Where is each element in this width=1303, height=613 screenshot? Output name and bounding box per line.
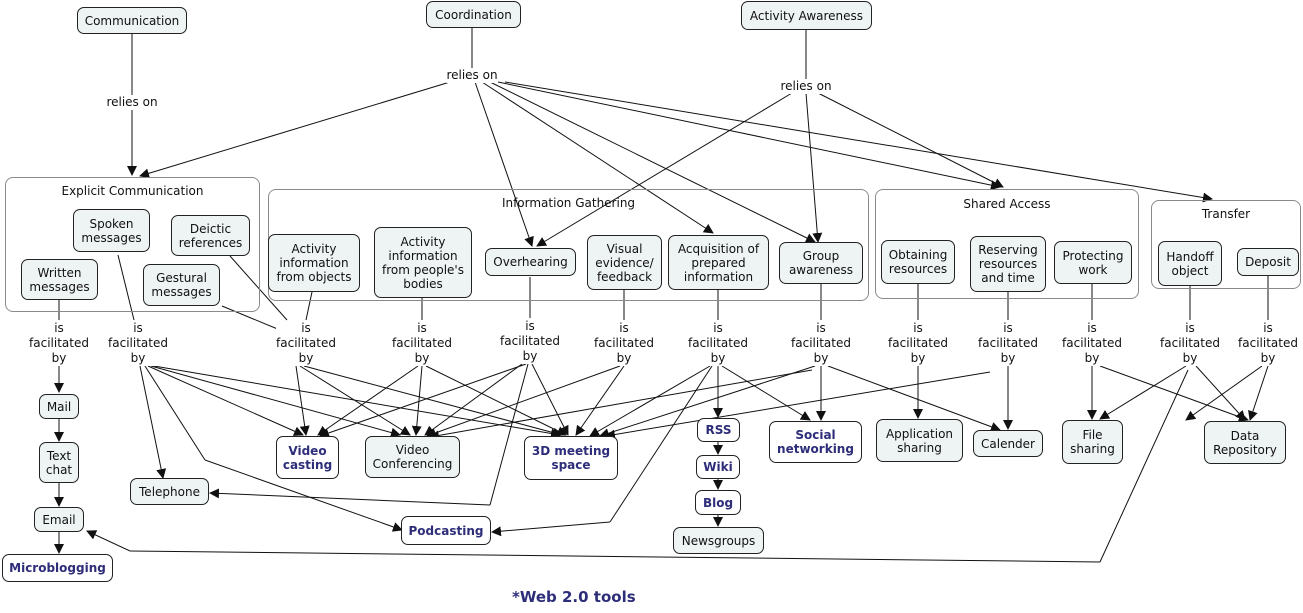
link-label-is-facilitated-by: is facilitated by <box>594 321 654 366</box>
node-activity-info-bodies[interactable]: Activity information from people's bodie… <box>374 227 472 298</box>
group-transfer: Transfer <box>1151 200 1301 289</box>
node-communication[interactable]: Communication <box>77 7 187 34</box>
link-label-is-facilitated-by: is facilitated by <box>1062 321 1122 366</box>
node-obtaining-resources[interactable]: Obtaining resources <box>881 240 955 284</box>
footnote-web2-tools: *Web 2.0 tools <box>512 588 636 606</box>
group-title-shared-access: Shared Access <box>963 197 1051 211</box>
node-activity-awareness[interactable]: Activity Awareness <box>741 1 872 30</box>
link-label-is-facilitated-by: is facilitated by <box>276 321 336 366</box>
node-application-sharing[interactable]: Application sharing <box>876 419 963 462</box>
node-blog[interactable]: Blog <box>695 490 741 515</box>
link-label-is-facilitated-by: is facilitated by <box>500 319 560 364</box>
node-social-networking[interactable]: Social networking <box>769 421 862 463</box>
node-coordination[interactable]: Coordination <box>426 1 521 28</box>
node-overhearing[interactable]: Overhearing <box>485 248 576 276</box>
link-label-is-facilitated-by: is facilitated by <box>1238 321 1298 366</box>
node-rss[interactable]: RSS <box>697 418 740 442</box>
link-label-is-facilitated-by: is facilitated by <box>888 321 948 366</box>
link-label-is-facilitated-by: is facilitated by <box>978 321 1038 366</box>
node-group-awareness[interactable]: Group awareness <box>779 242 863 284</box>
node-telephone[interactable]: Telephone <box>130 478 209 505</box>
link-label-is-facilitated-by: is facilitated by <box>791 321 851 366</box>
node-deposit[interactable]: Deposit <box>1237 248 1299 276</box>
link-label-is-facilitated-by: is facilitated by <box>1160 321 1220 366</box>
node-deictic-references[interactable]: Deictic references <box>171 215 250 256</box>
node-protecting-work[interactable]: Protecting work <box>1054 241 1132 284</box>
node-data-repository[interactable]: Data Repository <box>1204 421 1286 464</box>
node-activity-info-objects[interactable]: Activity information from objects <box>268 234 360 292</box>
node-video-conferencing[interactable]: Video Conferencing <box>365 436 460 478</box>
link-label-relies-on: relies on <box>106 95 158 110</box>
node-video-casting[interactable]: Video casting <box>276 436 339 479</box>
link-label-is-facilitated-by: is facilitated by <box>29 321 89 366</box>
group-title-transfer: Transfer <box>1201 207 1251 221</box>
link-label-is-facilitated-by: is facilitated by <box>108 321 168 366</box>
node-gestural-messages[interactable]: Gestural messages <box>143 264 220 306</box>
node-wiki[interactable]: Wiki <box>696 455 740 479</box>
group-title-explicit-communication: Explicit Communication <box>61 184 204 198</box>
node-email[interactable]: Email <box>34 507 84 532</box>
node-mail[interactable]: Mail <box>39 394 79 419</box>
link-label-relies-on: relies on <box>780 79 832 94</box>
node-acquisition[interactable]: Acquisition of prepared information <box>668 235 769 290</box>
node-microblogging[interactable]: Microblogging <box>2 554 113 582</box>
node-visual-evidence[interactable]: Visual evidence/ feedback <box>587 235 662 290</box>
node-file-sharing[interactable]: File sharing <box>1062 420 1123 464</box>
link-label-is-facilitated-by: is facilitated by <box>688 321 748 366</box>
node-podcasting[interactable]: Podcasting <box>401 516 491 545</box>
node-newsgroups[interactable]: Newsgroups <box>673 527 764 554</box>
node-reserving-resources[interactable]: Reserving resources and time <box>970 236 1046 292</box>
node-text-chat[interactable]: Text chat <box>39 442 79 483</box>
node-calender[interactable]: Calender <box>973 430 1043 457</box>
node-written-messages[interactable]: Written messages <box>21 259 98 300</box>
group-title-information-gathering: Information Gathering <box>501 196 636 210</box>
link-label-relies-on: relies on <box>446 68 498 83</box>
link-label-is-facilitated-by: is facilitated by <box>392 321 452 366</box>
group-explicit-communication: Explicit Communication <box>5 177 260 312</box>
node-handoff-object[interactable]: Handoff object <box>1158 241 1222 286</box>
node-spoken-messages[interactable]: Spoken messages <box>73 209 150 252</box>
group-shared-access: Shared Access <box>875 189 1139 299</box>
node-3d-meeting-space[interactable]: 3D meeting space <box>524 436 618 480</box>
